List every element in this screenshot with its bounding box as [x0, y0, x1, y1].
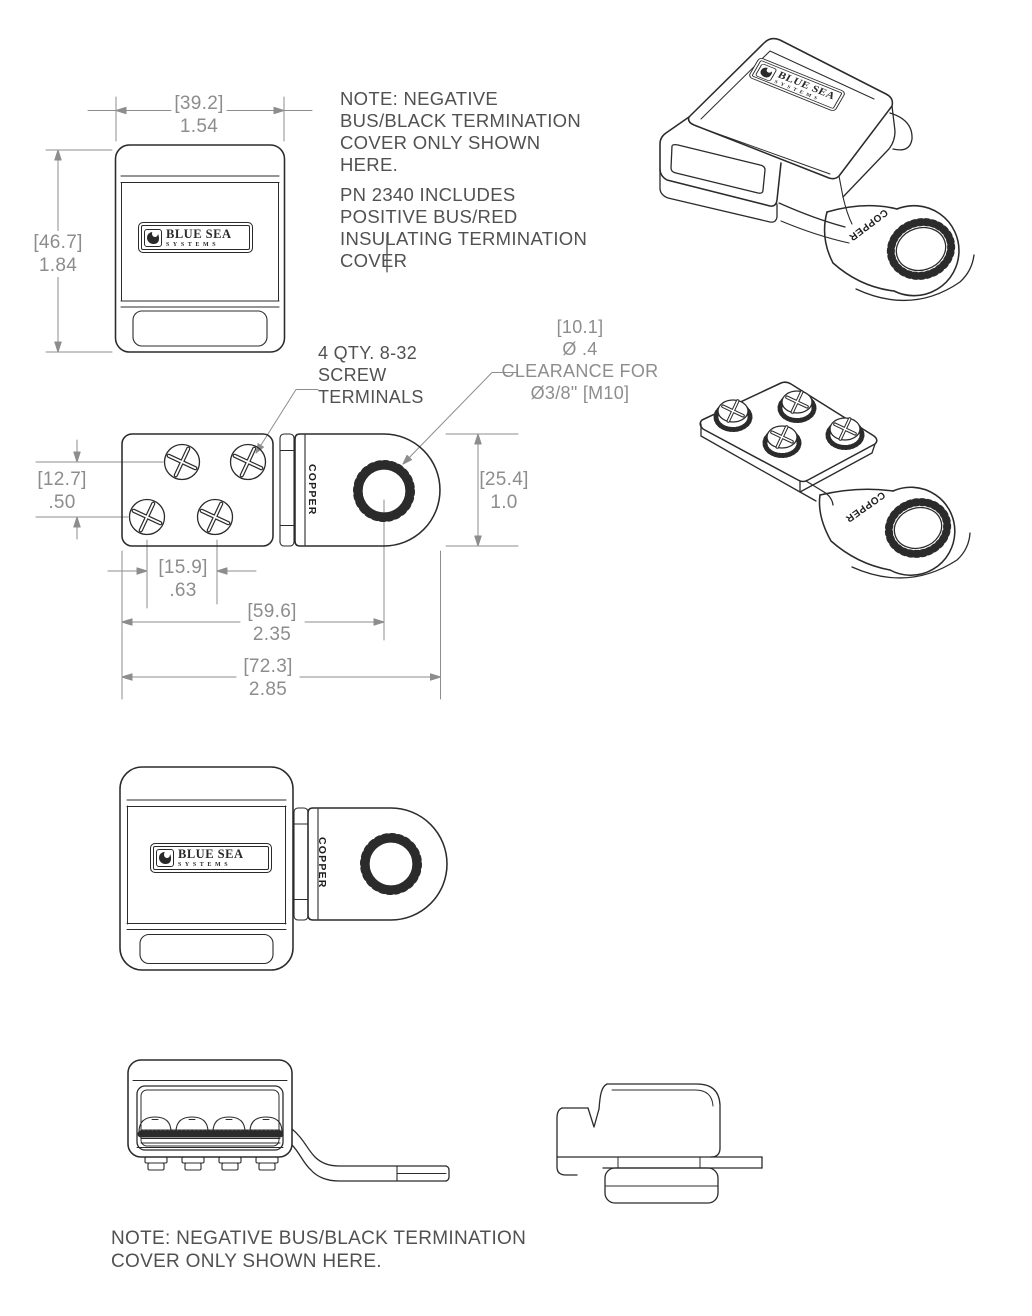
- callout-line: Ø3/8" [M10]: [530, 383, 630, 403]
- blue-sea-logo: BLUE SEA SYSTEMS: [150, 843, 272, 873]
- dim-inch: 2.35: [245, 623, 299, 646]
- dim-inch: .50: [48, 492, 76, 513]
- callout-line: 4 QTY. 8-32: [318, 343, 418, 363]
- note-line: PN 2340 INCLUDES: [340, 184, 516, 205]
- view-isometric-installed: [659, 37, 975, 302]
- callout-screw-terminals: 4 QTY. 8-32 SCREW TERMINALS: [318, 342, 424, 408]
- serrated-hole: [886, 218, 956, 280]
- note-line: COVER ONLY SHOWN HERE.: [111, 1251, 382, 1272]
- callout-line: Ø .4: [562, 339, 598, 359]
- brand-name: BLUE SEA: [166, 226, 232, 241]
- brand-sub: SYSTEMS: [166, 241, 220, 248]
- note-line: NOTE: NEGATIVE: [340, 88, 499, 109]
- dim-inch: 1.84: [31, 254, 85, 277]
- callout-line: TERMINALS: [318, 387, 424, 407]
- blue-sea-logo-mark: [156, 849, 174, 867]
- dim-screw-row-spacing: [12.7] .50: [35, 468, 88, 514]
- note-line: COVER ONLY SHOWN: [340, 132, 541, 153]
- dim-metric: [15.9]: [156, 556, 210, 579]
- callout-line: SCREW: [318, 365, 387, 385]
- blue-sea-logo: BLUE SEA SYSTEMS: [138, 222, 253, 253]
- view-top-with-cover: [119, 766, 448, 971]
- dim-inch: 1.0: [490, 492, 518, 513]
- dimension-lines: [35, 96, 519, 700]
- view-front-cover: [114, 144, 286, 353]
- dim-screw-column-spacing: [15.9] .63: [156, 556, 210, 602]
- dim-metric: [59.6]: [245, 600, 299, 623]
- dim-hole-center-distance: [59.6] 2.35: [245, 600, 299, 646]
- screw-terminal: [229, 443, 267, 481]
- dim-cover-width: [39.2] 1.54: [172, 92, 226, 138]
- screw-terminal: [777, 390, 817, 423]
- note-line: POSITIVE BUS/RED: [340, 206, 518, 227]
- dim-metric: [25.4]: [479, 469, 529, 490]
- screw-terminal: [128, 498, 166, 536]
- callout-line: [10.1]: [556, 317, 604, 337]
- dim-overall-length: [72.3] 2.85: [241, 655, 295, 701]
- view-side-installed: [556, 1083, 763, 1204]
- view-top-busbar: [121, 433, 441, 547]
- screw-heads: [138, 1116, 283, 1133]
- dim-tab-width: [25.4] 1.0: [477, 468, 530, 514]
- note-bottom: NOTE: NEGATIVE BUS/BLACK TERMINATION COV…: [111, 1227, 526, 1273]
- view-front-installed: [127, 1059, 450, 1182]
- dim-inch: .63: [156, 579, 210, 602]
- note-line: COVER: [340, 250, 408, 271]
- note-line: NOTE: NEGATIVE BUS/BLACK TERMINATION: [111, 1228, 527, 1249]
- terminal-studs: [144, 1156, 279, 1171]
- dim-metric: [46.7]: [31, 231, 85, 254]
- note-line: BUS/BLACK TERMINATION: [340, 110, 582, 131]
- screw-terminal: [196, 498, 234, 536]
- blue-sea-logo-mark: [754, 62, 778, 82]
- serrated-hole: [360, 833, 422, 895]
- brand-name: BLUE SEA: [178, 847, 244, 861]
- screw-terminal: [163, 443, 201, 481]
- note-line: HERE.: [340, 154, 399, 175]
- callout-clearance: [10.1] Ø .4 CLEARANCE FOR Ø3/8" [M10]: [502, 316, 659, 404]
- copper-label: COPPER: [316, 837, 328, 889]
- brand-sub: SYSTEMS: [178, 862, 232, 868]
- dim-metric: [12.7]: [37, 469, 87, 490]
- dim-inch: 2.85: [241, 678, 295, 701]
- screw-terminal: [825, 417, 865, 450]
- note-line: INSULATING TERMINATION: [340, 228, 588, 249]
- view-isometric-busbar: [699, 381, 971, 579]
- note-negative-cover: NOTE: NEGATIVE BUS/BLACK TERMINATION COV…: [340, 88, 581, 176]
- blue-sea-logo-mark: [144, 228, 162, 247]
- screw-terminal: [762, 425, 802, 458]
- serrated-hole: [353, 460, 415, 522]
- screw-terminal: [713, 399, 753, 432]
- copper-label: COPPER: [306, 464, 318, 516]
- dim-cover-height: [46.7] 1.84: [31, 231, 85, 277]
- note-pn-2340: PN 2340 INCLUDES POSITIVE BUS/RED INSULA…: [340, 184, 587, 272]
- dim-metric: [39.2]: [172, 92, 226, 115]
- serrated-hole: [884, 498, 952, 558]
- dim-inch: 1.54: [172, 115, 226, 138]
- dim-metric: [72.3]: [241, 655, 295, 678]
- callout-line: CLEARANCE FOR: [501, 361, 659, 381]
